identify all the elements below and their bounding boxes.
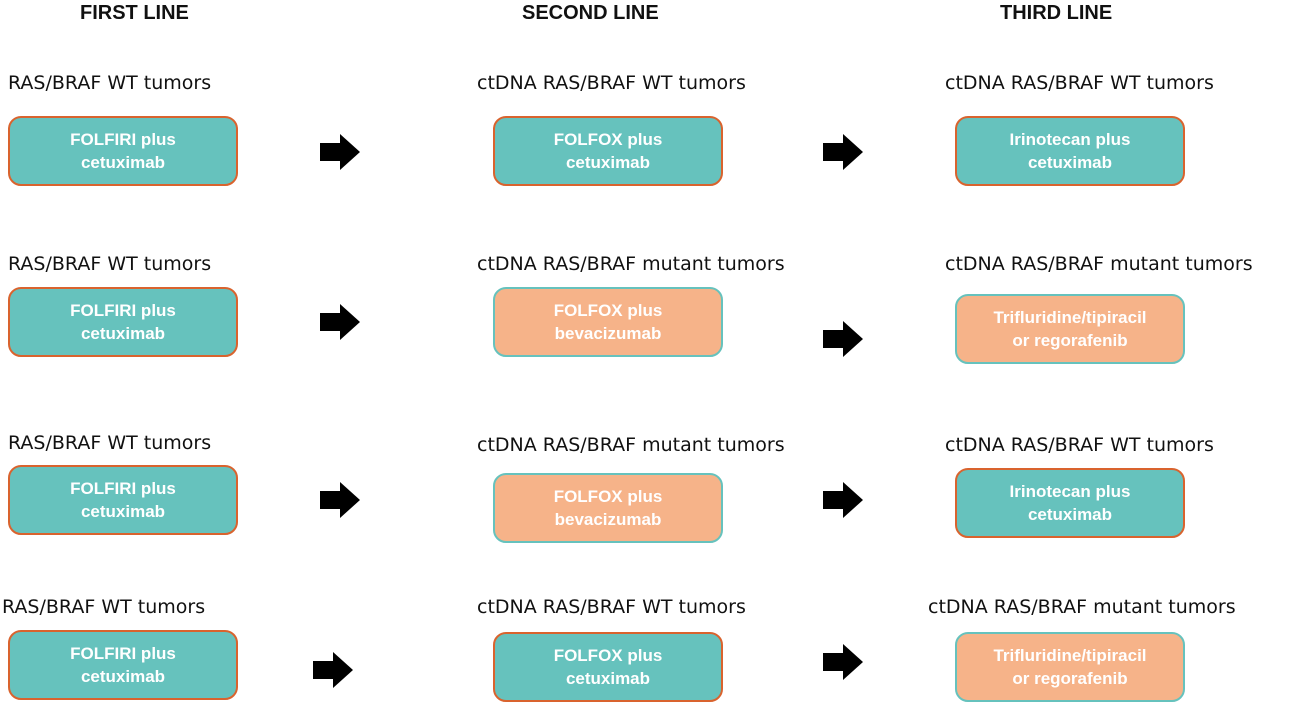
- row1-arrow-1-icon: [320, 134, 360, 170]
- row1-second-treatment-text: FOLFOX plus cetuximab: [553, 130, 663, 172]
- row3-arrow-2-icon: [823, 482, 863, 518]
- row1-arrow-2-icon: [823, 134, 863, 170]
- row4-arrow-2-icon: [823, 644, 863, 680]
- row3-first-treatment-box: FOLFIRI plus cetuximab: [8, 465, 238, 535]
- row3-arrow-1-icon: [320, 482, 360, 518]
- row1-third-label: ctDNA RAS/BRAF WT tumors: [945, 72, 1214, 94]
- row2-second-treatment-text: FOLFOX plus bevacizumab: [553, 301, 663, 343]
- row3-second-treatment-text: FOLFOX plus bevacizumab: [553, 487, 663, 529]
- row2-arrow-1-icon: [320, 304, 360, 340]
- row2-third-label: ctDNA RAS/BRAF mutant tumors: [945, 253, 1253, 275]
- row4-second-treatment-text: FOLFOX plus cetuximab: [553, 646, 663, 688]
- row1-third-treatment-text: Irinotecan plus cetuximab: [1009, 130, 1131, 172]
- row3-third-treatment-text: Irinotecan plus cetuximab: [1009, 482, 1131, 524]
- row1-first-label: RAS/BRAF WT tumors: [8, 72, 212, 94]
- row4-first-treatment-text: FOLFIRI plus cetuximab: [70, 644, 176, 686]
- row4-arrow-1-icon: [313, 652, 353, 688]
- row4-third-treatment-box: Trifluridine/tipiracil or regorafenib: [955, 632, 1185, 702]
- row2-first-label: RAS/BRAF WT tumors: [8, 253, 212, 275]
- row4-first-treatment-box: FOLFIRI plus cetuximab: [8, 630, 238, 700]
- row3-first-label: RAS/BRAF WT tumors: [8, 432, 212, 454]
- row4-third-treatment-text: Trifluridine/tipiracil or regorafenib: [993, 646, 1147, 688]
- row2-third-treatment-box: Trifluridine/tipiracil or regorafenib: [955, 294, 1185, 364]
- header-second-line: SECOND LINE: [522, 2, 659, 24]
- row4-third-label: ctDNA RAS/BRAF mutant tumors: [928, 596, 1236, 618]
- row1-first-treatment-box: FOLFIRI plus cetuximab: [8, 116, 238, 186]
- header-third-line: THIRD LINE: [1000, 2, 1113, 24]
- row2-second-label: ctDNA RAS/BRAF mutant tumors: [477, 253, 785, 275]
- row3-second-label: ctDNA RAS/BRAF mutant tumors: [477, 434, 785, 456]
- row3-second-treatment-box: FOLFOX plus bevacizumab: [493, 473, 723, 543]
- row2-third-treatment-text: Trifluridine/tipiracil or regorafenib: [993, 308, 1147, 350]
- row3-third-label: ctDNA RAS/BRAF WT tumors: [945, 434, 1214, 456]
- header-first-line: FIRST LINE: [80, 2, 189, 24]
- row2-first-treatment-text: FOLFIRI plus cetuximab: [70, 301, 176, 343]
- row1-first-treatment-text: FOLFIRI plus cetuximab: [70, 130, 176, 172]
- row2-second-treatment-box: FOLFOX plus bevacizumab: [493, 287, 723, 357]
- row2-arrow-2-icon: [823, 321, 863, 357]
- row4-second-label: ctDNA RAS/BRAF WT tumors: [477, 596, 746, 618]
- row3-third-treatment-box: Irinotecan plus cetuximab: [955, 468, 1185, 538]
- row1-third-treatment-box: Irinotecan plus cetuximab: [955, 116, 1185, 186]
- row1-second-treatment-box: FOLFOX plus cetuximab: [493, 116, 723, 186]
- row2-first-treatment-box: FOLFIRI plus cetuximab: [8, 287, 238, 357]
- row4-first-label: RAS/BRAF WT tumors: [2, 596, 206, 618]
- row3-first-treatment-text: FOLFIRI plus cetuximab: [70, 479, 176, 521]
- row1-second-label: ctDNA RAS/BRAF WT tumors: [477, 72, 746, 94]
- row4-second-treatment-box: FOLFOX plus cetuximab: [493, 632, 723, 702]
